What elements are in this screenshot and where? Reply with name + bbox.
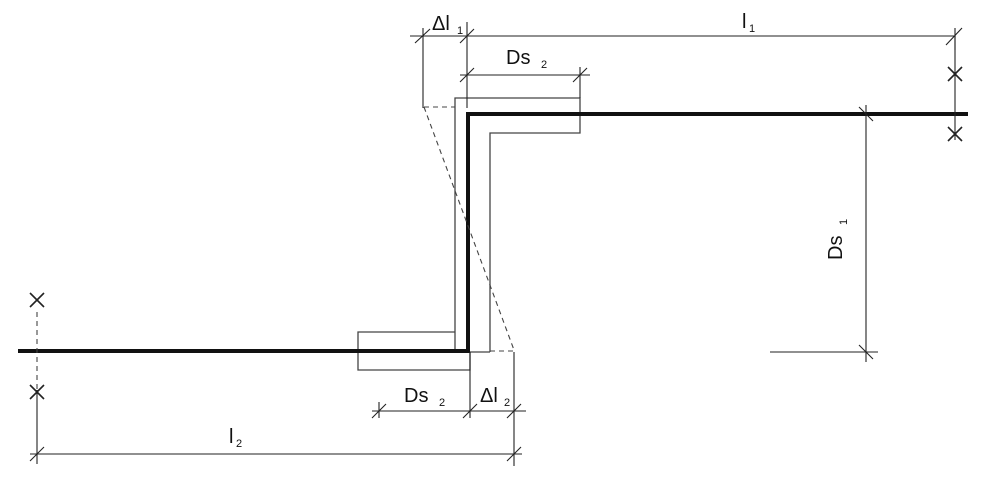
label-l1-sub: 1	[749, 23, 755, 35]
label-ds2-bottom-sub: 2	[439, 397, 445, 409]
cross-marker-right-top	[947, 66, 963, 82]
label-l2-sub: 2	[236, 438, 242, 450]
cross-markers	[29, 66, 963, 400]
dimension-labels: Δl 1 l 1 Ds 2 Ds 1 Ds 2 Δl 2 l 2	[229, 11, 850, 450]
tick-l1-mid	[459, 28, 475, 44]
tick-ds2-bottom-mid	[462, 403, 478, 419]
label-l1: l	[742, 11, 746, 33]
tick-ds1-bottom	[858, 344, 874, 360]
label-delta-l2: Δl	[480, 385, 498, 407]
label-ds1: Ds	[825, 236, 847, 260]
cross-marker-right-bottom	[947, 126, 963, 142]
label-delta-l2-sub: 2	[504, 397, 510, 409]
label-l2: l	[229, 426, 233, 448]
bar-line	[18, 112, 968, 353]
tick-ds2-top-right	[572, 67, 588, 83]
tick-l1-left-a	[414, 28, 431, 44]
cross-marker-left-bottom	[29, 384, 45, 400]
tick-l2-right	[506, 446, 522, 462]
dimension-lines	[29, 22, 963, 466]
label-ds2-bottom: Ds	[404, 385, 428, 407]
tick-ds1-top	[858, 106, 874, 122]
label-ds2-top-sub: 2	[541, 59, 547, 71]
cross-marker-left-top	[29, 292, 45, 308]
dashed-diagonal	[423, 106, 515, 351]
tick-l1-right	[945, 27, 963, 46]
label-ds2-top: Ds	[506, 47, 530, 69]
label-delta-l1: Δl	[432, 13, 450, 35]
label-ds1-sub: 1	[838, 219, 850, 225]
label-delta-l1-sub: 1	[457, 25, 463, 37]
label-ds1-group: Ds 1	[825, 219, 850, 260]
outline-upper-left	[454, 97, 581, 352]
dashed-guides	[36, 106, 515, 390]
tick-ds2-bottom-left	[371, 403, 387, 419]
tick-ds2-top-left	[459, 67, 475, 83]
tick-dl2-right	[506, 403, 522, 419]
tick-l2-left	[29, 446, 45, 462]
